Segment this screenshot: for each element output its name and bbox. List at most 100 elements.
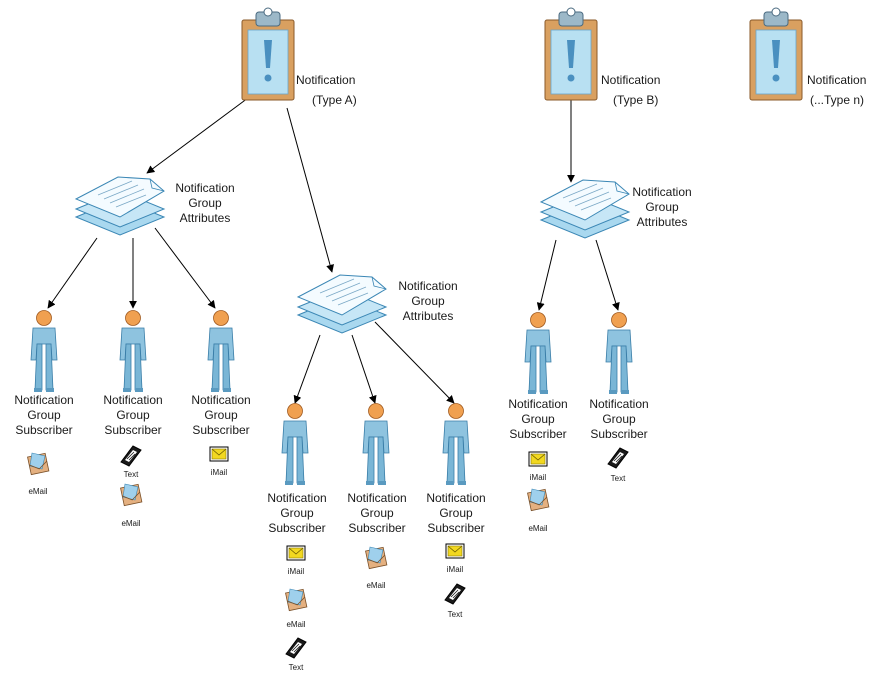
- clipboard-alert-icon: [749, 7, 803, 101]
- notification-type-n: Notification (...Type n): [749, 7, 866, 107]
- subscriber-1: Notification Group Subscriber eMail: [14, 310, 74, 496]
- subscriber-7: Notification Group Subscriber iMail eMai…: [508, 312, 568, 533]
- group-label-line3: Attributes: [637, 215, 688, 229]
- yellow-mail-icon: [528, 451, 548, 467]
- group-label-line2: Group: [411, 294, 445, 308]
- group-label-line2: Group: [188, 196, 222, 210]
- edge-g3-s8: [595, 239, 620, 311]
- group-attributes-2: Notification Group Attributes: [297, 274, 458, 334]
- subscriber-label-line1: Notification: [14, 393, 73, 407]
- group-label-line3: Attributes: [180, 211, 231, 225]
- envelope-letter-icon: [365, 546, 388, 570]
- subscriber-label-line2: Group: [521, 412, 555, 426]
- subscriber-label-line3: Subscriber: [15, 423, 72, 437]
- mobile-phone-icon: [120, 445, 142, 467]
- edge-g1-s3: [154, 227, 216, 309]
- person-icon: [524, 312, 552, 395]
- edge-g3-s7: [536, 239, 557, 311]
- group-attributes-1: Notification Group Attributes: [75, 176, 235, 236]
- subscriber-4: Notification Group Subscriber iMail eMai…: [267, 403, 327, 672]
- subscriber-label-line3: Subscriber: [192, 423, 249, 437]
- subscriber-label-line1: Notification: [347, 491, 406, 505]
- stacked-documents-icon: [75, 176, 165, 236]
- clipboard-alert-icon: [241, 7, 295, 101]
- subscriber-label-line2: Group: [602, 412, 636, 426]
- person-icon: [119, 310, 147, 393]
- subscriber-label-line2: Group: [439, 506, 473, 520]
- subscriber-label-line1: Notification: [267, 491, 326, 505]
- group-label-line1: Notification: [632, 185, 691, 199]
- subscriber-5: Notification Group Subscriber eMail: [347, 403, 407, 590]
- channel-email-label: eMail: [366, 581, 385, 590]
- subscriber-label-line2: Group: [27, 408, 61, 422]
- channel-text-label: Text: [124, 470, 139, 479]
- person-icon: [207, 310, 235, 393]
- envelope-letter-icon: [527, 488, 550, 512]
- subscriber-label-line2: Group: [360, 506, 394, 520]
- subscriber-label-line1: Notification: [508, 397, 567, 411]
- channel-email-label: eMail: [28, 487, 47, 496]
- edge-g2-s4: [293, 334, 321, 404]
- subscriber-label-line1: Notification: [103, 393, 162, 407]
- stacked-documents-icon: [297, 274, 387, 334]
- edge-g1-s1: [47, 237, 98, 309]
- subscriber-label-line2: Group: [280, 506, 314, 520]
- channel-text-label: Text: [448, 610, 463, 619]
- mobile-phone-icon: [607, 447, 629, 469]
- edge-a-group2: [286, 107, 334, 273]
- envelope-letter-icon: [120, 483, 143, 507]
- channel-email-label: eMail: [121, 519, 140, 528]
- connectors: [47, 97, 620, 404]
- yellow-mail-icon: [286, 545, 306, 561]
- mobile-phone-icon: [285, 637, 307, 659]
- channel-imail-label: iMail: [288, 567, 305, 576]
- subscriber-label-line3: Subscriber: [104, 423, 161, 437]
- notification-type-b: Notification (Type B): [544, 7, 660, 107]
- edge-a-group1: [146, 97, 249, 174]
- channel-imail-label: iMail: [447, 565, 464, 574]
- notification-type-label: (Type A): [312, 93, 357, 107]
- subscriber-label-line3: Subscriber: [427, 521, 484, 535]
- subscriber-label-line3: Subscriber: [509, 427, 566, 441]
- person-icon: [30, 310, 58, 393]
- channel-email-label: eMail: [528, 524, 547, 533]
- notification-type-label: (Type B): [613, 93, 658, 107]
- mobile-phone-icon: [444, 583, 466, 605]
- group-attributes-3: Notification Group Attributes: [540, 179, 692, 239]
- subscriber-label-line1: Notification: [191, 393, 250, 407]
- channel-imail-label: iMail: [211, 468, 228, 477]
- stacked-documents-icon: [540, 179, 630, 239]
- person-icon: [605, 312, 633, 395]
- envelope-letter-icon: [285, 588, 308, 612]
- subscriber-label-line1: Notification: [426, 491, 485, 505]
- subscriber-label-line3: Subscriber: [268, 521, 325, 535]
- group-label-line2: Group: [645, 200, 679, 214]
- subscriber-label-line1: Notification: [589, 397, 648, 411]
- group-label-line1: Notification: [175, 181, 234, 195]
- edge-g2-s6: [374, 321, 455, 404]
- notification-label: Notification: [296, 73, 355, 87]
- channel-text-label: Text: [611, 474, 626, 483]
- subscriber-8: Notification Group Subscriber Text: [589, 312, 649, 483]
- notification-label: Notification: [601, 73, 660, 87]
- person-icon: [362, 403, 390, 486]
- person-icon: [281, 403, 309, 486]
- edge-g2-s5: [351, 334, 377, 404]
- person-icon: [442, 403, 470, 486]
- subscriber-label-line2: Group: [204, 408, 238, 422]
- subscriber-label-line2: Group: [116, 408, 150, 422]
- yellow-mail-icon: [209, 446, 229, 462]
- subscriber-6: Notification Group Subscriber iMail Text: [426, 403, 486, 619]
- notification-type-a: Notification (Type A): [241, 7, 357, 107]
- clipboard-alert-icon: [544, 7, 598, 101]
- channel-email-label: eMail: [286, 620, 305, 629]
- channel-text-label: Text: [289, 663, 304, 672]
- yellow-mail-icon: [445, 543, 465, 559]
- group-label-line3: Attributes: [403, 309, 454, 323]
- subscriber-3: Notification Group Subscriber iMail: [191, 310, 251, 477]
- channel-imail-label: iMail: [530, 473, 547, 482]
- subscriber-2: Notification Group Subscriber Text eMail: [103, 310, 163, 528]
- envelope-letter-icon: [27, 452, 50, 476]
- subscriber-label-line3: Subscriber: [590, 427, 647, 441]
